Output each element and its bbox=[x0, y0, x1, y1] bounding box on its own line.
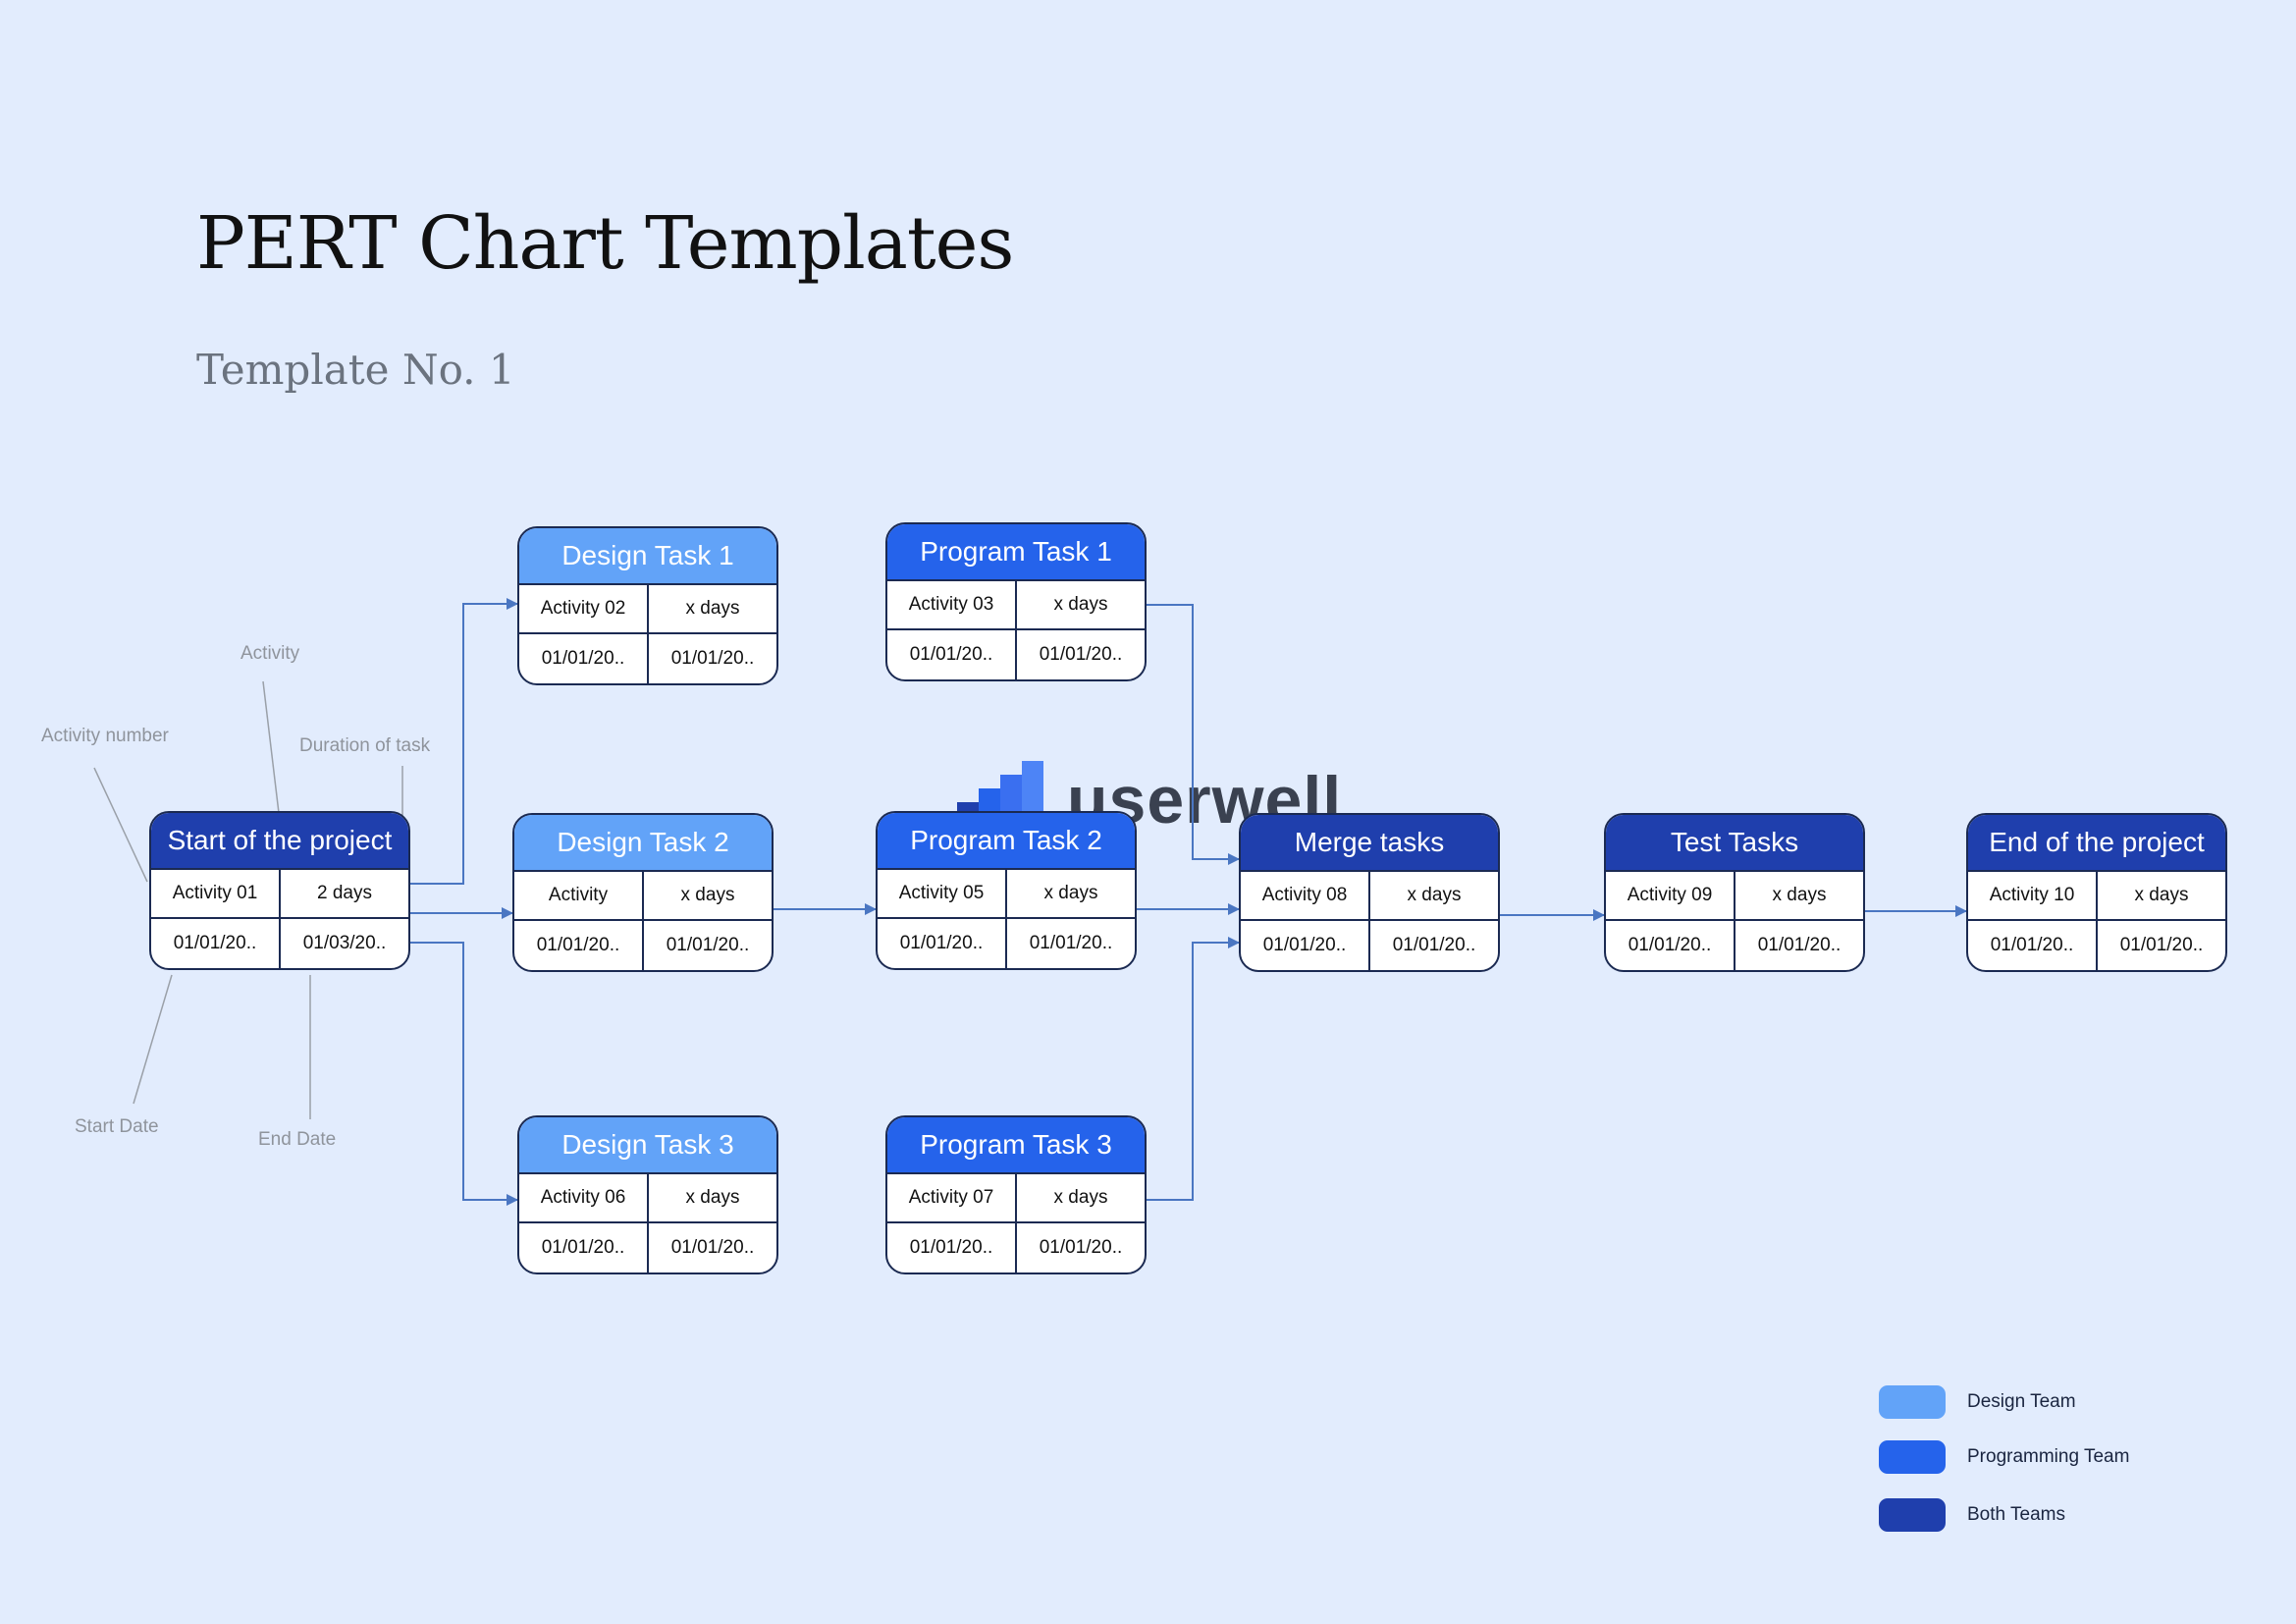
node-program-task-2-end-date: 01/01/20.. bbox=[1029, 933, 1113, 953]
node-design-task-2[interactable]: Design Task 2 Activity x days 01/01/20.. 0… bbox=[512, 813, 774, 972]
node-program-task-3-end-date: 01/01/20.. bbox=[1039, 1237, 1123, 1258]
node-merge-tasks-title: Merge tasks bbox=[1241, 815, 1498, 872]
node-program-task-2-start-date: 01/01/20.. bbox=[878, 919, 1007, 968]
node-design-task-1[interactable]: Design Task 1 Activity 02 x days 01/01/20… bbox=[517, 526, 778, 685]
node-design-task-1-activity: Activity 02 bbox=[519, 585, 649, 632]
node-end-activity: Activity 10 bbox=[1968, 872, 2098, 919]
node-test-tasks-title: Test Tasks bbox=[1606, 815, 1863, 872]
node-end-duration: x days bbox=[2134, 885, 2189, 905]
node-end-end-date: 01/01/20.. bbox=[2119, 935, 2204, 955]
annotation-end-date: End Date bbox=[258, 1129, 337, 1150]
page-subtitle: Template No. 1 bbox=[196, 346, 515, 394]
node-start-title: Start of the project bbox=[151, 813, 408, 870]
connector-program1-merge bbox=[1147, 604, 1240, 865]
node-program-task-2-activity: Activity 05 bbox=[878, 870, 1007, 917]
node-program-task-3-activity: Activity 07 bbox=[887, 1174, 1017, 1221]
node-start-activity: Activity 01 bbox=[151, 870, 281, 917]
node-program-task-1-start-date: 01/01/20.. bbox=[887, 630, 1017, 679]
legend-label-programming-team: Programming Team bbox=[1967, 1446, 2130, 1467]
node-program-task-2-title: Program Task 2 bbox=[878, 813, 1135, 870]
node-end[interactable]: End of the project Activity 10 x days 01/… bbox=[1966, 813, 2227, 972]
node-merge-tasks-activity: Activity 08 bbox=[1241, 872, 1370, 919]
node-design-task-1-title: Design Task 1 bbox=[519, 528, 776, 585]
node-program-task-3-title: Program Task 3 bbox=[887, 1117, 1145, 1174]
node-test-tasks-activity: Activity 09 bbox=[1606, 872, 1735, 919]
legend-item-both-teams: Both Teams bbox=[1879, 1498, 2065, 1532]
node-design-task-3[interactable]: Design Task 3 Activity 06 x days 01/01/20… bbox=[517, 1115, 778, 1274]
node-design-task-3-activity: Activity 06 bbox=[519, 1174, 649, 1221]
annotation-line-start-date bbox=[133, 974, 173, 1105]
node-start[interactable]: Start of the project Activity 01 2 days 0… bbox=[149, 811, 410, 970]
node-design-task-1-end-date: 01/01/20.. bbox=[670, 648, 755, 669]
node-program-task-3-duration: x days bbox=[1053, 1187, 1108, 1208]
legend-swatch-programming-team bbox=[1879, 1440, 1946, 1474]
node-end-start-date: 01/01/20.. bbox=[1968, 921, 2098, 970]
connector-start-design3 bbox=[410, 942, 518, 1206]
node-program-task-1-duration: x days bbox=[1053, 594, 1108, 615]
node-program-task-1-title: Program Task 1 bbox=[887, 524, 1145, 581]
node-design-task-2-activity: Activity bbox=[514, 872, 644, 919]
node-merge-tasks-start-date: 01/01/20.. bbox=[1241, 921, 1370, 970]
node-design-task-2-end-date: 01/01/20.. bbox=[666, 935, 750, 955]
annotation-line-activity bbox=[262, 680, 280, 814]
legend-label-design-team: Design Team bbox=[1967, 1391, 2076, 1412]
node-program-task-1[interactable]: Program Task 1 Activity 03 x days 01/01/2… bbox=[885, 522, 1147, 681]
page-title: PERT Chart Templates bbox=[196, 201, 1014, 286]
node-test-tasks-duration: x days bbox=[1772, 885, 1827, 905]
node-merge-tasks[interactable]: Merge tasks Activity 08 x days 01/01/20..… bbox=[1239, 813, 1500, 972]
node-start-start-date: 01/01/20.. bbox=[151, 919, 281, 968]
annotation-activity: Activity bbox=[240, 643, 300, 664]
node-program-task-3-start-date: 01/01/20.. bbox=[887, 1223, 1017, 1272]
legend-item-programming-team: Programming Team bbox=[1879, 1440, 2129, 1474]
connector-program3-merge bbox=[1147, 937, 1240, 1201]
node-design-task-1-start-date: 01/01/20.. bbox=[519, 634, 649, 683]
annotation-duration: Duration of task bbox=[299, 735, 431, 756]
node-design-task-3-title: Design Task 3 bbox=[519, 1117, 776, 1174]
node-end-title: End of the project bbox=[1968, 815, 2225, 872]
node-design-task-3-start-date: 01/01/20.. bbox=[519, 1223, 649, 1272]
node-merge-tasks-duration: x days bbox=[1407, 885, 1462, 905]
node-design-task-2-start-date: 01/01/20.. bbox=[514, 921, 644, 970]
legend-swatch-both-teams bbox=[1879, 1498, 1946, 1532]
node-program-task-1-end-date: 01/01/20.. bbox=[1039, 644, 1123, 665]
annotation-activity-number: Activity number bbox=[41, 726, 169, 746]
connector-start-design1 bbox=[410, 598, 518, 885]
node-program-task-1-activity: Activity 03 bbox=[887, 581, 1017, 628]
annotation-start-date: Start Date bbox=[75, 1116, 159, 1137]
annotation-line-activity-number bbox=[93, 767, 148, 883]
node-merge-tasks-end-date: 01/01/20.. bbox=[1392, 935, 1476, 955]
node-design-task-2-title: Design Task 2 bbox=[514, 815, 772, 872]
node-test-tasks-end-date: 01/01/20.. bbox=[1757, 935, 1842, 955]
node-program-task-2[interactable]: Program Task 2 Activity 05 x days 01/01/2… bbox=[876, 811, 1137, 970]
node-program-task-3[interactable]: Program Task 3 Activity 07 x days 01/01/2… bbox=[885, 1115, 1147, 1274]
node-design-task-2-duration: x days bbox=[680, 885, 735, 905]
legend-label-both-teams: Both Teams bbox=[1967, 1504, 2065, 1525]
node-program-task-2-duration: x days bbox=[1043, 883, 1098, 903]
node-design-task-3-duration: x days bbox=[685, 1187, 740, 1208]
legend-swatch-design-team bbox=[1879, 1385, 1946, 1419]
legend-item-design-team: Design Team bbox=[1879, 1385, 2076, 1419]
node-start-duration: 2 days bbox=[317, 883, 372, 903]
node-test-tasks-start-date: 01/01/20.. bbox=[1606, 921, 1735, 970]
node-design-task-3-end-date: 01/01/20.. bbox=[670, 1237, 755, 1258]
node-start-end-date: 01/03/20.. bbox=[302, 933, 387, 953]
node-design-task-1-duration: x days bbox=[685, 598, 740, 619]
node-test-tasks[interactable]: Test Tasks Activity 09 x days 01/01/20.. 0… bbox=[1604, 813, 1865, 972]
